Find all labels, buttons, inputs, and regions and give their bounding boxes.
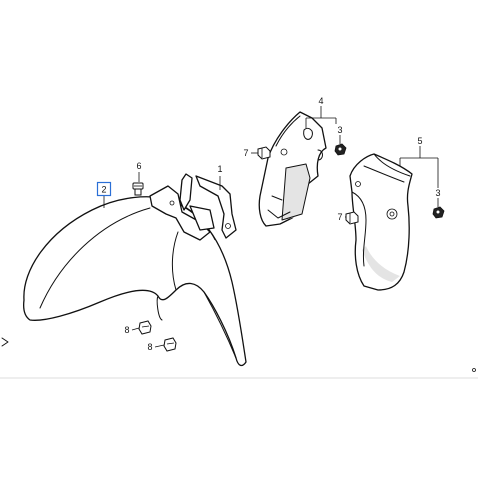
leader-lines xyxy=(103,106,439,348)
callout-7-right: 7 xyxy=(337,212,342,222)
screw-8-lower[interactable] xyxy=(163,337,177,352)
callout-5: 5 xyxy=(417,136,422,146)
callout-3-lower: 3 xyxy=(435,188,440,198)
inner-cover-right[interactable] xyxy=(349,153,413,291)
front-fender[interactable] xyxy=(23,196,247,367)
callout-3-upper: 3 xyxy=(337,125,342,135)
bolt-6[interactable] xyxy=(132,182,144,196)
callout-4: 4 xyxy=(318,96,323,106)
callout-8-upper: 8 xyxy=(124,325,129,335)
edge-marker-right xyxy=(472,368,476,372)
callout-8-lower: 8 xyxy=(147,342,152,352)
nut-3-upper[interactable] xyxy=(334,143,347,156)
callout-2-box xyxy=(96,181,112,197)
callout-1: 1 xyxy=(217,164,222,174)
callout-6: 6 xyxy=(136,161,141,171)
edge-marker-left xyxy=(1,337,9,347)
callout-labels: 1 2 6 4 3 7 5 3 7 8 8 xyxy=(96,96,441,352)
bolt-7-left[interactable] xyxy=(257,146,271,160)
fender-bracket[interactable] xyxy=(149,173,237,241)
callout-2[interactable]: 2 xyxy=(101,185,106,195)
inner-cover-left[interactable] xyxy=(258,111,327,227)
callout-7-left: 7 xyxy=(243,148,248,158)
bolt-7-right[interactable] xyxy=(345,211,359,225)
nut-3-lower[interactable] xyxy=(432,206,445,219)
screw-8-upper[interactable] xyxy=(138,320,152,335)
